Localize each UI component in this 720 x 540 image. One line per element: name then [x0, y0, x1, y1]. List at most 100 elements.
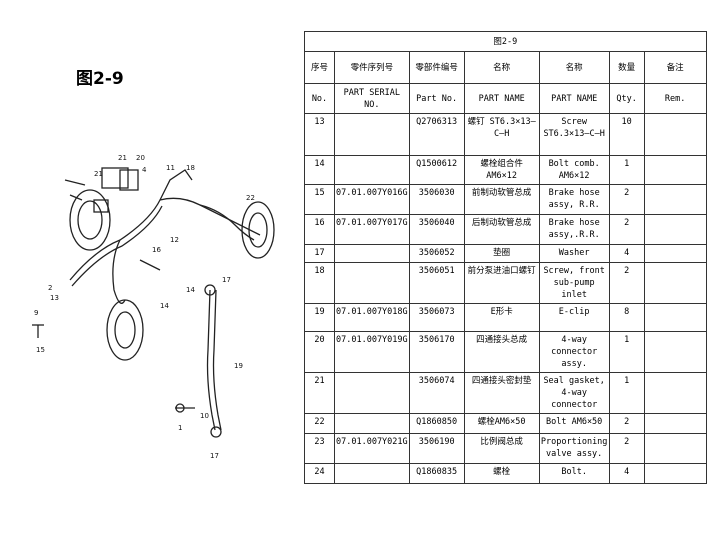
- quantity: 2: [608, 433, 645, 464]
- name-english: Brake hose assy, R.R.: [538, 184, 610, 215]
- part-number: 3506052: [408, 244, 465, 263]
- column-header: 数量: [608, 51, 645, 84]
- name-chinese: 螺钉 ST6.3×13—C—H: [463, 113, 540, 156]
- part-number: Q1500612: [408, 155, 465, 185]
- remark: [643, 113, 707, 156]
- serial-number: [334, 413, 410, 434]
- callout-label: 15: [36, 346, 45, 354]
- row-number: 14: [304, 155, 335, 185]
- callout-label: 16: [152, 246, 161, 254]
- name-chinese: 前分泵进油口螺钉: [463, 262, 540, 304]
- name-chinese: 螺栓: [463, 463, 540, 484]
- name-english: Washer: [538, 244, 610, 263]
- name-english: Proportioning valve assy.: [538, 433, 610, 464]
- callout-label: 2: [48, 284, 52, 292]
- row-number: 20: [304, 331, 335, 373]
- row-number: 21: [304, 372, 335, 414]
- column-header: Qty.: [608, 83, 645, 114]
- remark: [643, 155, 707, 185]
- name-english: Brake hose assy,.R.R.: [538, 214, 610, 245]
- row-number: 19: [304, 303, 335, 332]
- row-number: 15: [304, 184, 335, 215]
- callout-label: 9: [34, 309, 38, 317]
- quantity: 2: [608, 413, 645, 434]
- column-header: PART NAME: [538, 83, 610, 114]
- serial-number: [334, 244, 410, 263]
- part-number: Q1860835: [408, 463, 465, 484]
- row-number: 13: [304, 113, 335, 156]
- name-chinese: 四通接头总成: [463, 331, 540, 373]
- brake-line-main: [69, 197, 261, 281]
- name-english: Bolt comb. AM6×12: [538, 155, 610, 185]
- header-row-cn: 序号 零件序列号 零部件编号 名称 名称 数量 备注: [304, 51, 707, 84]
- wheel-left-rear: [106, 299, 144, 361]
- name-chinese: E形卡: [463, 303, 540, 332]
- row-number: 16: [304, 214, 335, 245]
- row-number: 24: [304, 463, 335, 484]
- serial-number: [334, 262, 410, 304]
- table-title-row: 图2-9: [304, 31, 707, 52]
- remark: [643, 331, 707, 373]
- part-number: Q2706313: [408, 113, 465, 156]
- quantity: 4: [608, 244, 645, 263]
- name-chinese: 螺栓AM6×50: [463, 413, 540, 434]
- parts-table: 图2-9 序号 零件序列号 零部件编号 名称 名称 数量 备注 No. PART…: [304, 31, 707, 484]
- part-number: 3506030: [408, 184, 465, 215]
- column-header: 备注: [643, 51, 707, 84]
- quantity: 8: [608, 303, 645, 332]
- name-chinese: 后制动软管总成: [463, 214, 540, 245]
- callout-label: 17: [210, 452, 219, 460]
- name-english: Screw, front sub-pump inlet: [538, 262, 610, 304]
- quantity: 2: [608, 262, 645, 304]
- serial-number: [334, 113, 410, 156]
- callout-label: 18: [186, 164, 195, 172]
- quantity: 2: [608, 214, 645, 245]
- serial-number: 07.01.007Y021G: [334, 433, 410, 464]
- remark: [643, 303, 707, 332]
- column-header: Rem.: [643, 83, 707, 114]
- part-number: 3506170: [408, 331, 465, 373]
- column-header: PART NAME: [463, 83, 540, 114]
- name-chinese: 前制动软管总成: [463, 184, 540, 215]
- row-number: 23: [304, 433, 335, 464]
- name-chinese: 螺栓组合件 AM6×12: [463, 155, 540, 185]
- callout-label: 21: [94, 170, 103, 178]
- quantity: 2: [608, 184, 645, 215]
- column-header: 零件序列号: [334, 51, 410, 84]
- name-english: 4-way connector assy.: [538, 331, 610, 373]
- serial-number: 07.01.007Y016G: [334, 184, 410, 215]
- brake-hose-vertical: [206, 289, 216, 431]
- callout-label: 17: [222, 276, 231, 284]
- callout-label: 19: [234, 362, 243, 370]
- column-header: PART SERIAL NO.: [334, 83, 410, 114]
- callout-label: 1: [178, 424, 182, 432]
- remark: [643, 244, 707, 263]
- row-number: 17: [304, 244, 335, 263]
- name-english: Screw ST6.3×13—C—H: [538, 113, 610, 156]
- callout-label: 21: [118, 154, 127, 162]
- quantity: 1: [608, 155, 645, 185]
- serial-number: [334, 372, 410, 414]
- name-chinese: 垫圈: [463, 244, 540, 263]
- column-header: 序号: [304, 51, 335, 84]
- callout-label: 11: [166, 164, 175, 172]
- wheel-left-front: [69, 189, 111, 251]
- figure-title: 图2-9: [76, 69, 124, 89]
- part-number: 3506051: [408, 262, 465, 304]
- name-english: E-clip: [538, 303, 610, 332]
- serial-number: [334, 155, 410, 185]
- remark: [643, 413, 707, 434]
- remark: [643, 433, 707, 464]
- serial-number: 07.01.007Y018G: [334, 303, 410, 332]
- remark: [643, 214, 707, 245]
- part-number: 3506040: [408, 214, 465, 245]
- name-chinese: 四通接头密封垫: [463, 372, 540, 414]
